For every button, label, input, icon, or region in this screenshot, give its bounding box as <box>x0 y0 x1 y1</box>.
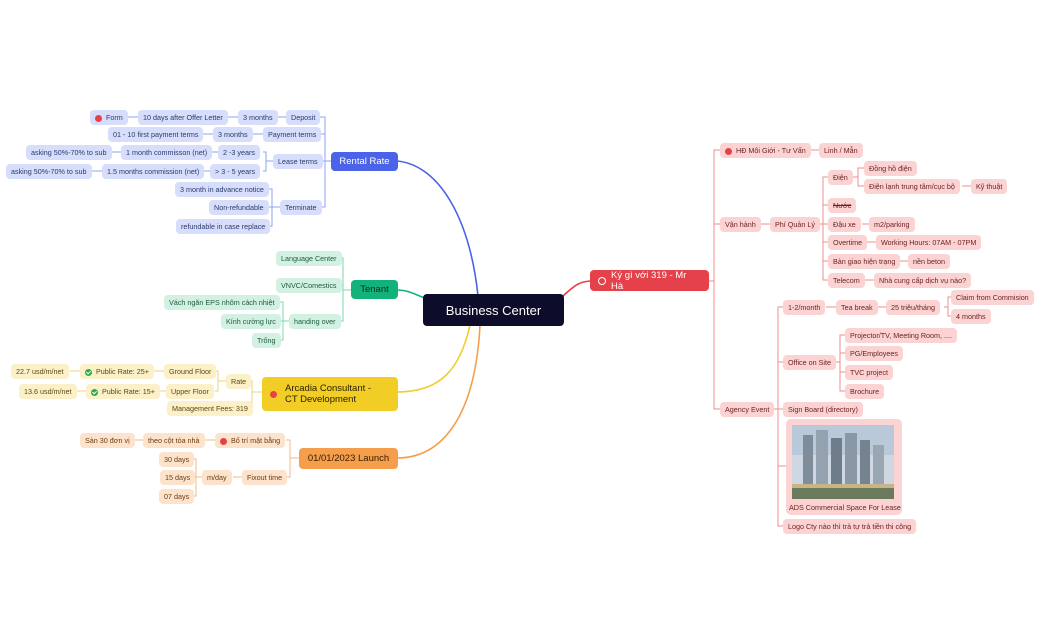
days-30-node[interactable]: 30 days <box>159 452 195 467</box>
linh-man-node[interactable]: Linh / Mẫn <box>819 143 863 158</box>
pg-employees-node[interactable]: PG/Employees <box>845 346 903 361</box>
ky-thuat-node[interactable]: Kỹ thuật <box>971 179 1008 194</box>
payment-first-node[interactable]: 01 - 10 first payment terms <box>108 127 204 142</box>
handing-over-node[interactable]: handing over <box>289 314 341 329</box>
fixout-time-node[interactable]: Fixout time <box>242 470 288 485</box>
per-month-node[interactable]: 1-2/month <box>783 300 826 315</box>
ground-public-rate-node[interactable]: Public Rate: 25+ <box>80 364 154 379</box>
building-photo <box>792 425 894 499</box>
projector-node[interactable]: Projector/TV, Meeting Room, .... <box>845 328 957 343</box>
working-hours-node[interactable]: Working Hours: 07AM - 07PM <box>876 235 982 250</box>
days-15-node[interactable]: 15 days <box>160 470 196 485</box>
red-dot-icon <box>725 147 732 155</box>
management-fees-node[interactable]: Management Fees: 319 <box>167 401 253 416</box>
kinh-cuong-luc-node[interactable]: Kính cường lực <box>221 314 281 329</box>
payment-terms-node[interactable]: Payment terms <box>263 127 322 142</box>
terminate-nonref-node[interactable]: Non-refundable <box>209 200 269 215</box>
theo-cot-node[interactable]: theo cột tòa nhà <box>143 433 205 448</box>
deposit-node[interactable]: Deposit <box>286 110 321 125</box>
rental-rate-topic[interactable]: Rental Rate <box>331 152 398 171</box>
ground-net-node[interactable]: 22.7 usd/m/net <box>11 364 69 379</box>
nen-beton-node[interactable]: nền beton <box>908 254 950 269</box>
lease-2-3-comm-node[interactable]: 1 month commisson (net) <box>121 145 213 160</box>
upper-floor-node[interactable]: Upper Floor <box>166 384 214 399</box>
ads-caption: ADS Commercial Space For Lease <box>789 503 901 512</box>
tenant-label: Tenant <box>360 284 389 295</box>
ban-giao-node[interactable]: Bàn giao hiện trạng <box>828 254 901 269</box>
language-center-node[interactable]: Language Center <box>276 251 342 266</box>
terminate-ref-node[interactable]: refundable in case replace <box>176 219 271 234</box>
logo-cty-node[interactable]: Logo Cty nào thì trả tự trả tiền thi côn… <box>783 519 917 534</box>
van-hanh-node[interactable]: Vận hành <box>720 217 761 232</box>
tenant-topic[interactable]: Tenant <box>351 280 398 299</box>
lease-3-5-sub-node[interactable]: asking 50%-70% to sub <box>6 164 92 179</box>
m-day-node[interactable]: m/day <box>202 470 232 485</box>
central-topic-label: Business Center <box>445 302 542 318</box>
agency-event-node[interactable]: Agency Event <box>720 402 775 417</box>
phi-quan-ly-node[interactable]: Phí Quản Lý <box>770 217 820 232</box>
trieu-node[interactable]: 25 triệu/tháng <box>886 300 940 315</box>
nuoc-node[interactable]: Nước <box>828 198 857 213</box>
office-on-site-node[interactable]: Office on Site <box>783 355 837 370</box>
form-node[interactable]: Form <box>90 110 128 125</box>
red-dot-icon <box>220 437 227 445</box>
lease-3-5-node[interactable]: > 3 - 5 years <box>210 164 261 179</box>
dau-xe-node[interactable]: Đậu xe <box>828 217 861 232</box>
bo-tri-node[interactable]: Bố trí mặt bằng <box>215 433 286 448</box>
upper-public-rate-node[interactable]: Public Rate: 15+ <box>86 384 160 399</box>
four-months-node[interactable]: 4 months <box>951 309 991 324</box>
launch-label: 01/01/2023 Launch <box>307 453 390 464</box>
upper-net-node[interactable]: 13.6 usd/m/net <box>19 384 77 399</box>
central-topic[interactable]: Business Center <box>423 294 564 326</box>
sign-board-node[interactable]: Sign Board (directory) <box>783 402 863 417</box>
m2-parking-node[interactable]: m2/parking <box>869 217 915 232</box>
nha-cung-cap-node[interactable]: Nhà cung cấp dịch vụ nào? <box>874 273 972 288</box>
check-icon <box>85 368 92 376</box>
telecom-node[interactable]: Telecom <box>828 273 865 288</box>
red-dot-icon <box>270 390 277 398</box>
arcadia-label: Arcadia Consultant - CT Development <box>285 383 372 405</box>
red-dot-icon <box>95 114 102 122</box>
ground-floor-node[interactable]: Ground Floor <box>164 364 217 379</box>
claim-node[interactable]: Claim from Commision <box>951 290 1034 305</box>
deposit-10days-node[interactable]: 10 days after Offer Letter <box>138 110 228 125</box>
vnvc-node[interactable]: VNVC/Comestics <box>276 278 342 293</box>
deposit-3months-node[interactable]: 3 months <box>238 110 278 125</box>
terminate-notice-node[interactable]: 3 month in advance notice <box>175 182 269 197</box>
terminate-node[interactable]: Terminate <box>280 200 322 215</box>
days-07-node[interactable]: 07 days <box>159 489 195 504</box>
brochure-node[interactable]: Brochure <box>845 384 885 399</box>
dien-node[interactable]: Điện <box>828 170 853 185</box>
hd-moi-gioi-node[interactable]: HĐ Môi Giới - Tư Vấn <box>720 143 811 158</box>
circle-icon <box>598 276 606 285</box>
rate-node[interactable]: Rate <box>226 374 252 389</box>
tvc-node[interactable]: TVC project <box>845 365 893 380</box>
dien-lanh-node[interactable]: Điện lạnh trung tâm/cục bộ <box>864 179 960 194</box>
lease-3-5-comm-node[interactable]: 1.5 months commission (net) <box>102 164 205 179</box>
mr-ha-topic[interactable]: Ký gì với 319 - Mr Hà <box>590 269 709 292</box>
lease-2-3-node[interactable]: 2 -3 years <box>218 145 260 160</box>
payment-3months-node[interactable]: 3 months <box>213 127 253 142</box>
lease-2-3-sub-node[interactable]: asking 50%-70% to sub <box>26 145 112 160</box>
overtime-node[interactable]: Overtime <box>828 235 868 250</box>
rental-rate-label: Rental Rate <box>339 156 390 167</box>
launch-topic[interactable]: 01/01/2023 Launch <box>299 448 398 469</box>
tea-break-node[interactable]: Tea break <box>836 300 878 315</box>
trong-node[interactable]: Trống <box>252 333 281 348</box>
san30-node[interactable]: Sàn 30 đơn vị <box>80 433 135 448</box>
dong-ho-dien-node[interactable]: Đồng hồ điện <box>864 161 917 176</box>
check-icon <box>91 388 98 396</box>
lease-terms-node[interactable]: Lease terms <box>273 154 323 169</box>
arcadia-topic[interactable]: Arcadia Consultant - CT Development <box>262 377 398 411</box>
mr-ha-label: Ký gì với 319 - Mr Hà <box>610 269 687 292</box>
vach-ngan-node[interactable]: Vách ngăn EPS nhôm cách nhiệt <box>164 295 280 310</box>
